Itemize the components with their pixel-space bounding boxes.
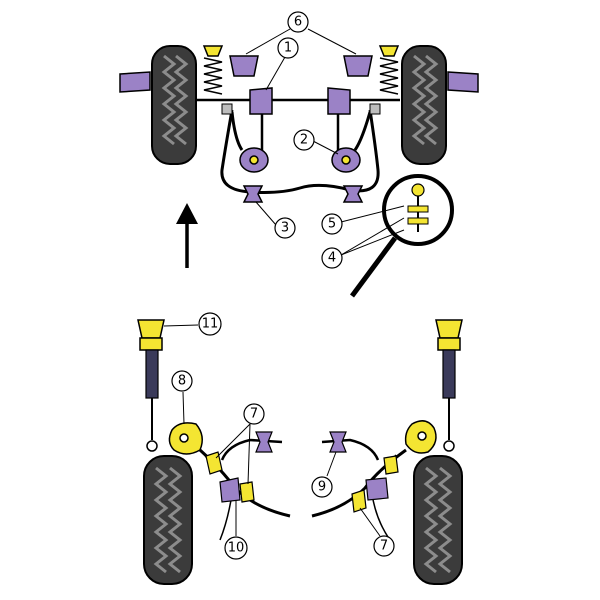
arm-rear-bushes	[239, 147, 361, 173]
callout-1-label: 1	[284, 41, 292, 56]
callout-6: 6	[287, 11, 309, 33]
callout-3: 3	[274, 217, 296, 239]
callout-11-label: 11	[202, 317, 219, 332]
rear-purple-bushes	[219, 431, 389, 503]
front-left-tyre	[151, 45, 197, 165]
front-right-spring	[379, 57, 399, 95]
callout-1: 1	[277, 37, 299, 59]
front-leader-lines	[245, 28, 405, 256]
drop-link-mounts	[221, 103, 381, 115]
callout-9: 9	[311, 476, 333, 498]
top-mount-bushes	[119, 45, 479, 93]
callout-5-label: 5	[328, 217, 336, 232]
magnifying-glass-icon	[349, 174, 454, 298]
callout-6-label: 6	[294, 15, 302, 30]
callout-11: 11	[198, 312, 222, 336]
callout-2: 2	[293, 129, 315, 151]
callout-7-right-label: 7	[380, 539, 388, 554]
callout-8: 8	[171, 370, 193, 392]
front-left-spring	[203, 57, 223, 95]
callout-4-label: 4	[328, 251, 336, 266]
callout-7-left-label: 7	[250, 407, 258, 422]
callout-7-right: 7	[373, 535, 395, 557]
callout-5: 5	[321, 213, 343, 235]
callout-3-label: 3	[281, 221, 289, 236]
rear-hub-carriers	[168, 420, 437, 455]
rear-right-tyre	[413, 455, 463, 585]
rear-leader-lines	[163, 324, 381, 537]
callout-10-label: 10	[228, 541, 245, 556]
callout-9-label: 9	[318, 480, 326, 495]
anti-roll-bar-mounts	[242, 185, 364, 203]
arm-front-bushes	[249, 87, 351, 115]
front-subframe	[190, 98, 400, 194]
callout-2-label: 2	[300, 133, 308, 148]
rear-left-shock	[137, 319, 165, 452]
callout-10: 10	[224, 536, 248, 560]
arrow-up-icon	[176, 203, 198, 268]
callout-4: 4	[321, 247, 343, 269]
callout-8-label: 8	[178, 374, 186, 389]
callout-7-left: 7	[243, 403, 265, 425]
rear-yellow-bushes	[205, 451, 399, 513]
front-right-tyre	[401, 45, 447, 165]
rear-left-tyre	[143, 455, 193, 585]
rear-right-shock	[435, 319, 463, 452]
